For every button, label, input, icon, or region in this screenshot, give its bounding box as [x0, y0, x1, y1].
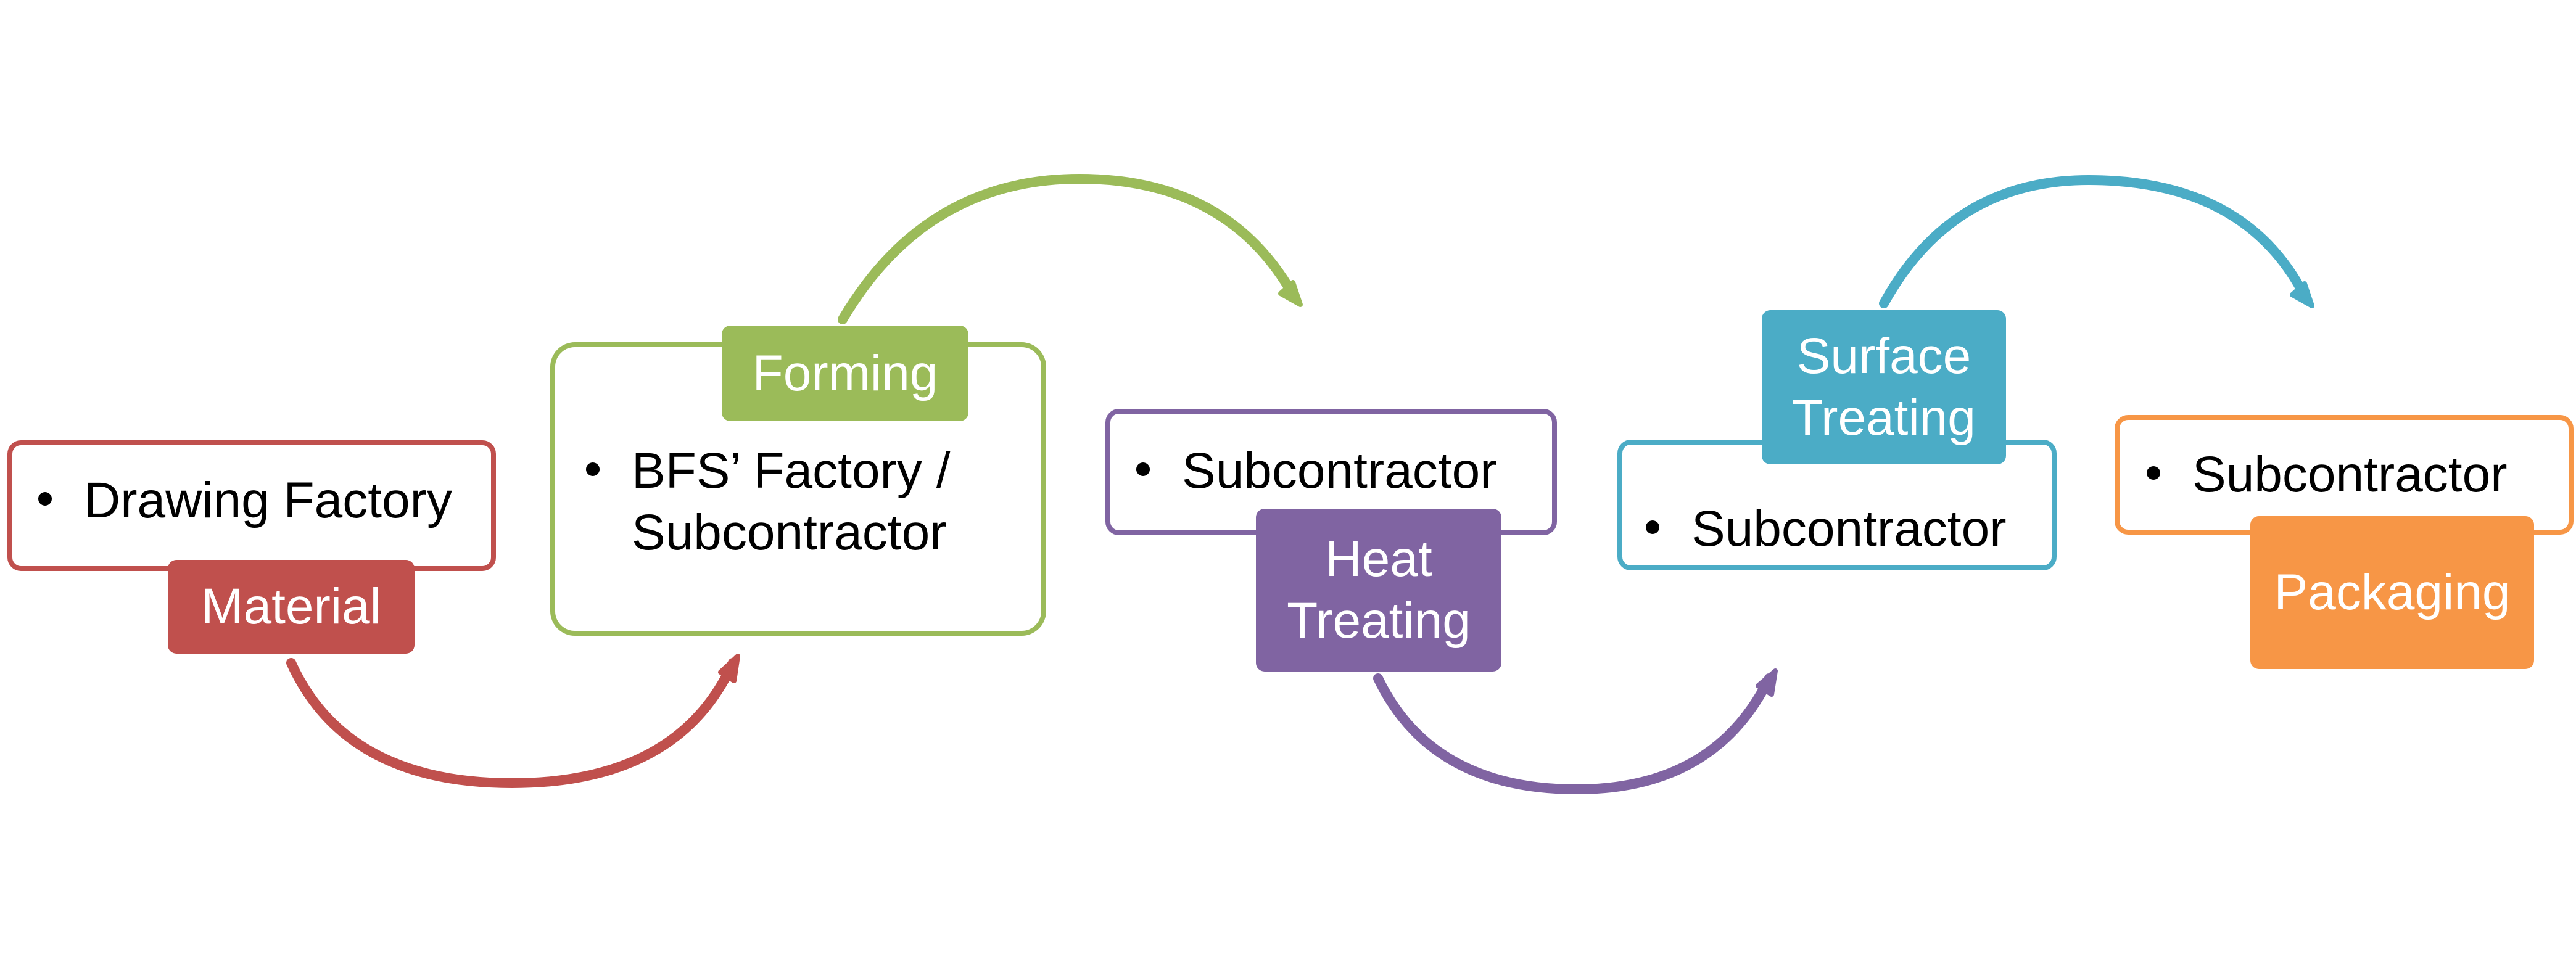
material-detail-box [7, 440, 496, 571]
forming-bullet-line2: Subcontractor [632, 504, 947, 561]
material-bullet-text: Drawing Factory [84, 472, 452, 528]
bullet-dot [1136, 462, 1150, 477]
packaging-detail-box [2115, 415, 2574, 535]
material-bullet: Drawing Factory [38, 470, 452, 532]
surface-treating-label-line2: Treating [1792, 390, 1976, 446]
surface-treating-bullet: Subcontractor [1646, 498, 2007, 560]
arrow-heat-to-surface-head [1756, 668, 1778, 697]
forming-label: Forming [722, 326, 968, 421]
arrow-surface-to-packaging-head [2290, 281, 2314, 308]
packaging-label-text: Packaging [2274, 564, 2511, 620]
packaging-bullet-text: Subcontractor [2192, 446, 2508, 503]
bullet-dot [38, 492, 52, 506]
arrow-heat-to-surface [1373, 673, 1774, 795]
forming-bullet: BFS’ Factory / Subcontractor [586, 440, 950, 564]
forming-bullet-line1: BFS’ Factory / [632, 443, 951, 499]
forming-label-text: Forming [752, 345, 938, 401]
surface-treating-label: Surface Treating [1762, 310, 2006, 464]
heat-treating-label: Heat Treating [1256, 509, 1501, 672]
surface-treating-bullet-text: Subcontractor [1691, 501, 2007, 557]
heat-treating-bullet-text: Subcontractor [1182, 443, 1497, 499]
packaging-label: Packaging [2250, 516, 2534, 669]
material-label: Material [168, 560, 415, 654]
arrow-material-to-forming [286, 658, 738, 789]
arrow-forming-to-heat-head [1278, 280, 1303, 307]
bullet-dot [1646, 520, 1659, 535]
bullet-dot [586, 462, 600, 477]
heat-treating-label-line1: Heat [1325, 531, 1432, 587]
material-label-text: Material [201, 578, 381, 635]
arrow-surface-to-packaging [1879, 175, 2310, 308]
packaging-bullet: Subcontractor [2147, 444, 2508, 506]
bullet-dot [2147, 466, 2160, 480]
surface-treating-label-line1: Surface [1796, 328, 1971, 384]
heat-treating-label-line2: Treating [1287, 593, 1471, 649]
heat-treating-bullet: Subcontractor [1136, 440, 1497, 502]
arrow-material-to-forming-head [718, 654, 740, 683]
arrow-forming-to-heat [838, 173, 1298, 324]
